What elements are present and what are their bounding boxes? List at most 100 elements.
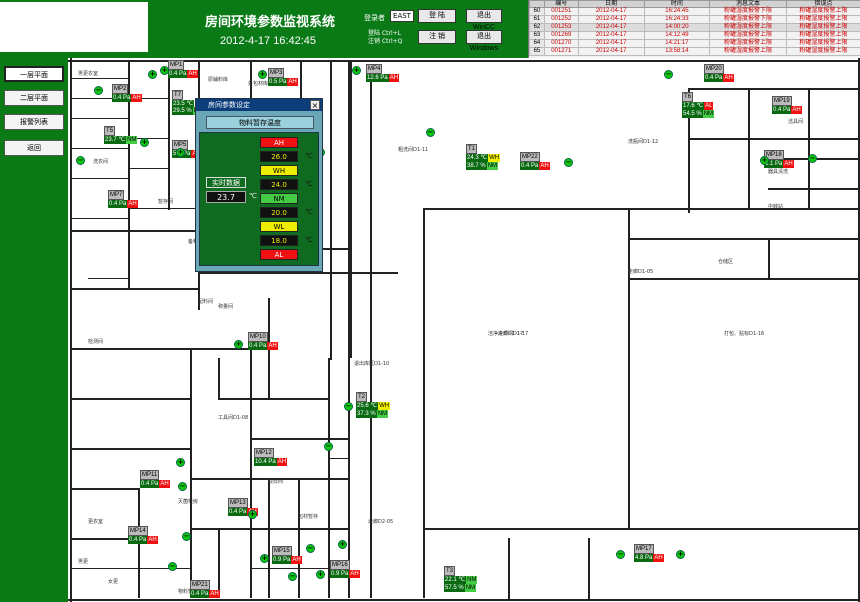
floorplan-wall — [130, 138, 170, 139]
minus-indicator-icon[interactable]: − — [564, 158, 573, 167]
minus-indicator-icon[interactable]: − — [616, 550, 625, 559]
alarm-column-header[interactable]: 时间 — [643, 0, 711, 8]
sensor-tag: T2 — [356, 392, 368, 402]
alarm-cell-pt: 粉罐湿度报警上限 — [785, 15, 860, 24]
nav-floor-1-button[interactable]: 一层平面 — [4, 66, 64, 82]
sensor-value: 0.5 Pa — [268, 78, 288, 86]
minus-indicator-icon[interactable]: − — [288, 572, 297, 581]
nav-back-button[interactable]: 返回 — [4, 140, 64, 156]
room-label: 退出库区D1-10 — [354, 361, 390, 367]
plus-indicator-icon[interactable]: + — [352, 66, 361, 75]
sensor-tag: T1 — [466, 144, 478, 154]
plus-indicator-icon[interactable]: + — [234, 340, 243, 349]
plus-indicator-icon[interactable]: + — [176, 458, 185, 467]
floorplan-wall — [748, 88, 750, 208]
minus-indicator-icon[interactable]: − — [664, 70, 673, 79]
floorplan-wall — [350, 60, 352, 358]
plus-indicator-icon[interactable]: + — [676, 550, 685, 559]
minus-indicator-icon[interactable]: − — [182, 532, 191, 541]
room-label: 洁具间 — [788, 119, 804, 125]
sensor-value: 17.6 ℃ — [682, 102, 705, 110]
minus-indicator-icon[interactable]: − — [306, 544, 315, 553]
sensor-status-badge: AH — [287, 78, 298, 86]
alarm-column-header[interactable]: 错误点 — [785, 0, 860, 8]
login-button[interactable]: 登 陆 — [418, 9, 456, 23]
plus-indicator-icon[interactable]: + — [160, 66, 169, 75]
alarm-column-header[interactable]: 编号 — [543, 0, 579, 8]
sensor-status-badge: NM — [126, 136, 138, 144]
sensor-tag: MP3 — [268, 68, 285, 78]
sensor-value: 0.4 Pa — [704, 74, 724, 82]
plus-indicator-icon[interactable]: + — [258, 70, 267, 79]
plus-indicator-icon[interactable]: + — [260, 554, 269, 563]
realtime-label: 实时数据 — [206, 177, 246, 188]
minus-indicator-icon[interactable]: − — [324, 442, 333, 451]
exit-windows-button[interactable]: 退出Windows — [466, 30, 502, 52]
floorplan-wall — [370, 68, 372, 598]
minus-indicator-icon[interactable]: − — [168, 562, 177, 571]
close-icon[interactable]: × — [310, 100, 320, 110]
minus-indicator-icon[interactable]: − — [76, 156, 85, 165]
nav-floor-2-button[interactable]: 二层平面 — [4, 90, 64, 106]
sensor-tag: T3 — [444, 566, 456, 576]
sensor-status-badge: AH — [159, 480, 170, 488]
alarm-column-header[interactable]: 消息文本 — [709, 0, 787, 8]
sensor-value: 23.5 ℃ — [172, 100, 195, 108]
plus-indicator-icon[interactable]: + — [316, 570, 325, 579]
minus-indicator-icon[interactable]: − — [808, 154, 817, 163]
minus-indicator-icon[interactable]: − — [426, 128, 435, 137]
plus-indicator-icon[interactable]: + — [338, 540, 347, 549]
plus-indicator-icon[interactable]: + — [140, 138, 149, 147]
realtime-unit: ℃ — [249, 192, 257, 200]
room-label: 灭菌柜房 — [178, 499, 199, 505]
plus-indicator-icon[interactable]: + — [148, 70, 157, 79]
plus-indicator-icon[interactable]: + — [176, 148, 185, 157]
minus-indicator-icon[interactable]: − — [178, 482, 187, 491]
alarm-cell-date: 2012-04-17 — [577, 31, 645, 40]
logout-button[interactable]: 注 销 — [418, 30, 456, 44]
plus-indicator-icon[interactable]: + — [248, 510, 257, 519]
room-label: 配料间 — [198, 299, 214, 305]
minus-indicator-icon[interactable]: − — [94, 86, 103, 95]
floorplan-wall — [70, 218, 128, 219]
nav-alarm-list-button[interactable]: 报警列表 — [4, 114, 64, 130]
exit-wincc-button[interactable]: 退出WinCC — [466, 9, 502, 31]
minus-indicator-icon[interactable]: − — [344, 402, 353, 411]
floorplan-wall — [70, 230, 250, 232]
plus-indicator-icon[interactable]: + — [760, 156, 769, 165]
sensor-status-badge: AH — [131, 94, 142, 102]
floorplan-wall — [628, 278, 858, 280]
alarm-column-header[interactable]: 日期 — [577, 0, 645, 8]
sensor-value: 10.4 Pa — [254, 458, 277, 466]
